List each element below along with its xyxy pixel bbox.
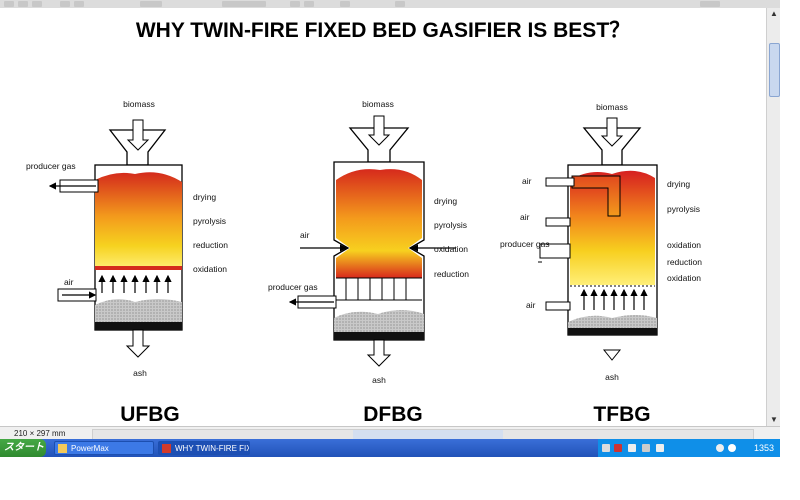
- tfbg-air-stub-bottom: [545, 301, 571, 311]
- dfbg-air-label: air: [300, 230, 310, 240]
- page-title: WHY TWIN-FIRE FIXED BED GASIFIER IS BEST…: [135, 19, 631, 42]
- find-icon[interactable]: [395, 1, 405, 7]
- ufbg-biomass-arrow: [126, 119, 150, 151]
- tfbg-zone-5: oxidation: [667, 273, 701, 283]
- zoom-in-icon[interactable]: [74, 1, 84, 7]
- ufbg-zone-4: oxidation: [193, 264, 227, 274]
- tray-settings-icon[interactable]: [642, 444, 650, 452]
- ufbg-base: [95, 322, 182, 330]
- start-button[interactable]: スタート: [0, 439, 46, 457]
- taskbar-item-powermax[interactable]: PowerMax: [54, 441, 154, 455]
- dfbg-diagram: biomass air producer gas drying pyrolysi…: [268, 99, 469, 426]
- dfbg-grate: [336, 277, 422, 301]
- right-margin: [780, 0, 800, 500]
- screen-below-taskbar: [0, 457, 780, 500]
- help-icon[interactable]: [700, 1, 720, 7]
- ime-icon[interactable]: [628, 444, 636, 452]
- ufbg-fire-zone: [95, 172, 182, 270]
- scroll-down-icon[interactable]: ▼: [770, 415, 778, 424]
- tfbg-fire-zone: [570, 170, 655, 285]
- tfbg-zone-3: oxidation: [667, 240, 701, 250]
- tfbg-air-label-3: air: [526, 300, 536, 310]
- tfbg-air-arrows: [580, 288, 648, 310]
- print-icon[interactable]: [32, 1, 42, 7]
- tfbg-ash-bed: [568, 315, 657, 328]
- tfbg-zone-4: reduction: [667, 257, 702, 267]
- vertical-scroll-thumb[interactable]: [769, 43, 780, 97]
- page-number-field[interactable]: [140, 1, 162, 7]
- select-tool-icon[interactable]: [304, 1, 314, 7]
- network-icon[interactable]: [728, 444, 736, 452]
- ufbg-biomass-label: biomass: [123, 99, 155, 109]
- dfbg-gas-label: producer gas: [268, 282, 318, 292]
- tfbg-zone-1: drying: [667, 179, 690, 189]
- tfbg-gas-label: producer gas: [500, 239, 550, 249]
- tfbg-air-label-1: air: [522, 176, 532, 186]
- tfbg-biomass-label: biomass: [596, 102, 628, 112]
- tfbg-air-pipe-top: [571, 175, 621, 217]
- status-bar: 210 × 297 mm: [0, 426, 780, 440]
- pdf-icon: [162, 444, 171, 453]
- tfbg-base: [568, 328, 657, 335]
- zoom-out-icon[interactable]: [60, 1, 70, 7]
- ufbg-gas-label: producer gas: [26, 161, 76, 171]
- tfbg-zone-2: pyrolysis: [667, 204, 700, 214]
- dfbg-zone-1: drying: [434, 196, 457, 206]
- ufbg-diagram: biomass producer gas air drying pyrolysi…: [26, 99, 228, 426]
- system-tray: 1353: [598, 439, 780, 457]
- keyboard-icon[interactable]: [602, 444, 610, 452]
- ufbg-ash-label: ash: [133, 368, 147, 378]
- dfbg-ash-label: ash: [372, 375, 386, 385]
- ufbg-zone-2: pyrolysis: [193, 216, 226, 226]
- vertical-scrollbar[interactable]: ▲ ▼: [766, 8, 781, 426]
- tfbg-gas-pipe: [539, 243, 571, 259]
- dfbg-base: [334, 332, 424, 340]
- taskbar-item-pdf[interactable]: WHY TWIN-FIRE FIX...: [158, 441, 250, 455]
- dfbg-ash-arrow: [366, 339, 392, 367]
- ufbg-ash-arrow: [125, 329, 151, 358]
- hand-tool-icon[interactable]: [290, 1, 300, 7]
- dfbg-name: DFBG: [363, 403, 423, 426]
- tfbg-ash-arrow: [602, 349, 622, 361]
- windows-taskbar: スタート PowerMax WHY TWIN-FIRE FIX... 1353: [0, 439, 780, 457]
- gasifier-diagrams: biomass producer gas air drying pyrolysi…: [26, 99, 702, 426]
- update-icon[interactable]: [716, 444, 724, 452]
- ufbg-air-label: air: [64, 277, 74, 287]
- dfbg-zone-3: oxidation: [434, 244, 468, 254]
- open-icon[interactable]: [4, 1, 14, 7]
- ufbg-ash-bed: [95, 299, 182, 322]
- tfbg-air-stub-mid: [545, 217, 571, 227]
- tray-help-icon[interactable]: [656, 444, 664, 452]
- ufbg-air-arrows: [98, 274, 172, 293]
- tfbg-name: TFBG: [593, 403, 650, 426]
- language-icon[interactable]: [614, 444, 622, 452]
- save-icon[interactable]: [18, 1, 28, 7]
- tfbg-air-stub-top: [545, 177, 575, 187]
- tfbg-diagram: biomass air air producer gas air drying …: [500, 102, 702, 426]
- dfbg-zone-2: pyrolysis: [434, 220, 467, 230]
- ufbg-name: UFBG: [120, 403, 180, 426]
- zoom-field[interactable]: [222, 1, 266, 7]
- dfbg-ash-bed: [334, 310, 424, 332]
- folder-icon: [58, 444, 67, 453]
- tfbg-ash-label: ash: [605, 372, 619, 382]
- ufbg-zone-1: drying: [193, 192, 216, 202]
- dfbg-fire-zone: [336, 169, 422, 278]
- horizontal-scroll-thumb[interactable]: [353, 430, 503, 439]
- scroll-up-icon[interactable]: ▲: [770, 9, 778, 18]
- ufbg-zone-3: reduction: [193, 240, 228, 250]
- page-size-indicator: 210 × 297 mm: [14, 429, 66, 438]
- taskbar-clock: 1353: [753, 443, 774, 453]
- ufbg-oxidation-band: [95, 266, 182, 270]
- tfbg-air-label-2: air: [520, 212, 530, 222]
- dfbg-biomass-label: biomass: [362, 99, 394, 109]
- tfbg-biomass-arrow: [600, 117, 624, 147]
- fit-page-icon[interactable]: [340, 1, 350, 7]
- dfbg-zone-4: reduction: [434, 269, 469, 279]
- dfbg-biomass-arrow: [367, 115, 391, 146]
